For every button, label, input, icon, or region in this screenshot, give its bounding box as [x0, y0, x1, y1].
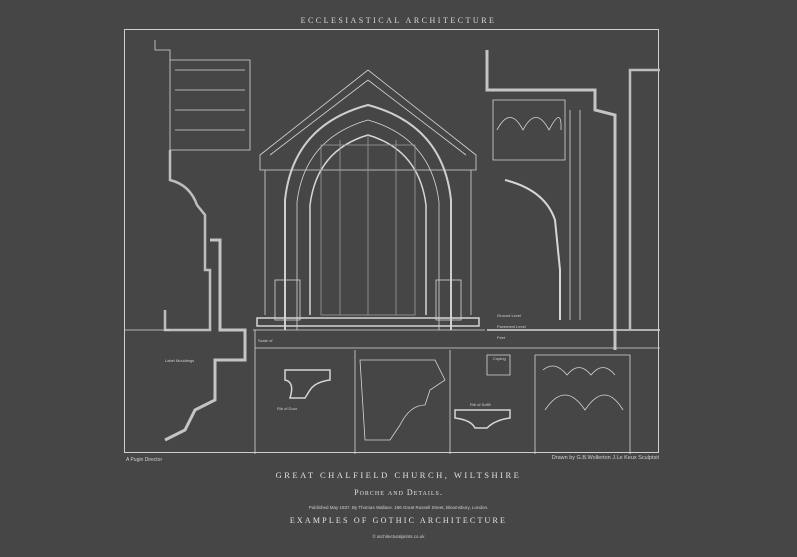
label-mouldings-text: Label Mouldings — [165, 358, 194, 363]
architectural-drawing: Label Mouldings Scale of Rib of Door Rib… — [125, 40, 660, 454]
feet-text: Feet — [497, 335, 506, 340]
porch-step — [256, 317, 480, 327]
rib-of-door-detail — [284, 369, 331, 399]
left-lower-profile — [164, 238, 247, 442]
porch-gable-inner — [269, 79, 467, 156]
porch-pointed-arch-outer — [284, 103, 452, 330]
plate-header: ECCLESIASTICAL ARCHITECTURE — [300, 16, 497, 25]
credit-left: A Pugin Director — [126, 457, 163, 463]
series-title: EXAMPLES OF GOTHIC ARCHITECTURE — [289, 516, 508, 525]
left-wall-section — [154, 40, 251, 151]
ground-level-text: Ground Level — [497, 313, 521, 318]
rib-of-door-text: Rib of Door — [277, 406, 298, 411]
plate-subtitle: Porche and Details. — [354, 488, 443, 497]
drawing-frame: Label Mouldings Scale of Rib of Door Rib… — [124, 29, 660, 454]
lower-tracery-detail — [534, 354, 631, 454]
publication-line: Published May 1837. By Thomas Wallace. 1… — [308, 505, 489, 510]
porch-pointed-arch-mid — [296, 119, 440, 330]
copyright-text: © architecturalprints.co.uk — [372, 534, 425, 539]
right-buttress-curve — [504, 179, 561, 320]
pavement-level-text: Pavement Level — [497, 324, 526, 329]
left-buttress-profile — [163, 150, 212, 332]
right-jamb-base — [435, 279, 462, 321]
credit-right: Drawn by G.B.Wollerton J.Le Keux Sculpts… — [551, 455, 659, 461]
right-cornice-profile — [485, 50, 617, 350]
plate-title: GREAT CHALFIELD CHURCH, WILTSHIRE — [275, 470, 522, 480]
coping-detail — [486, 354, 511, 376]
section-fragment-detail — [359, 359, 446, 441]
rib-of-soffit-text: Rib of Soffit — [470, 402, 491, 407]
porch-gable — [259, 69, 477, 171]
coping-text: Coping — [493, 356, 506, 361]
left-jamb-base — [274, 279, 301, 321]
right-tracery-panel — [492, 99, 566, 161]
rib-of-soffit-detail — [454, 409, 511, 429]
scale-text: Scale of — [258, 338, 273, 343]
